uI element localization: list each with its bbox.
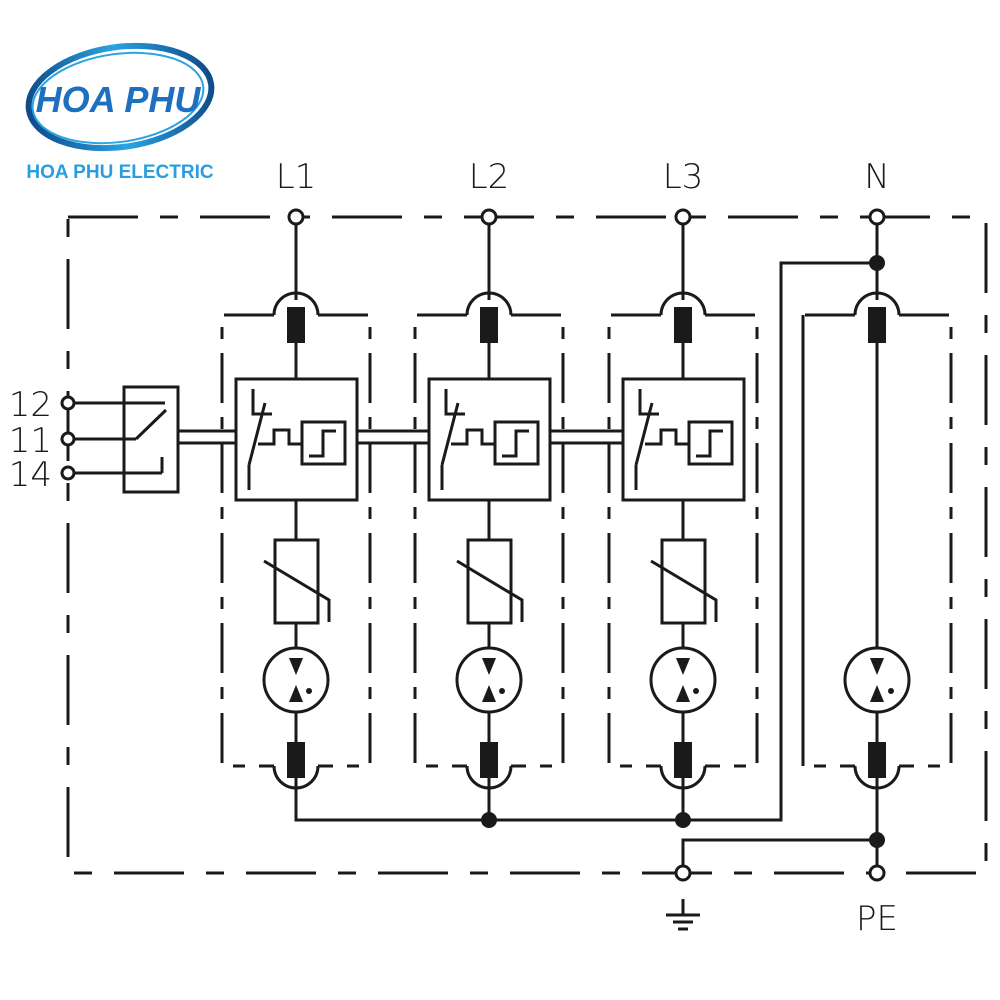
logo: HOA PHU HOA PHU ELECTRIC [25, 42, 215, 183]
spark-gap-icon [455, 646, 523, 714]
junction-node [869, 832, 885, 848]
terminal-l1[interactable] [287, 208, 305, 226]
terminal-label-l2: L2 [469, 157, 510, 197]
terminal-pe[interactable] [868, 864, 886, 882]
module-l1-frame [220, 313, 372, 768]
fuse-icon [674, 307, 692, 343]
bottom-terminal-labels: PE [666, 899, 898, 939]
fuse-icon [287, 742, 305, 778]
terminal-earth[interactable] [674, 864, 692, 882]
logo-brand: HOA PHU [36, 79, 202, 120]
fuse-icon [287, 307, 305, 343]
junction-node [481, 812, 497, 828]
fuse-icon [480, 742, 498, 778]
module-l3-frame [607, 313, 759, 768]
junction-node [869, 255, 885, 271]
fuse-icon [674, 742, 692, 778]
remote-signal-contact: 12 11 14 [9, 385, 180, 495]
terminals [287, 208, 886, 882]
terminal-label-l3: L3 [663, 157, 704, 197]
module-l1 [220, 217, 372, 790]
terminal-label-12: 12 [9, 385, 52, 425]
fuse-icon [480, 307, 498, 343]
spark-gap-icon [262, 646, 330, 714]
thermal-disconnector-icon [621, 377, 746, 502]
module-l2 [413, 217, 565, 790]
thermal-disconnector-icon [427, 377, 552, 502]
logo-ring-icon [25, 42, 215, 152]
varistor-icon [650, 538, 718, 625]
varistor-icon [456, 538, 524, 625]
terminal-l2[interactable] [480, 208, 498, 226]
spark-gap-icon [649, 646, 717, 714]
spark-gap-icon [843, 646, 911, 714]
terminal-label-11: 11 [9, 421, 52, 461]
thermal-disconnector-icon [234, 377, 359, 502]
ground-icon [666, 899, 700, 931]
fuse-icon [868, 307, 886, 343]
wiring [178, 255, 885, 873]
terminal-11[interactable] [60, 431, 76, 447]
logo-subtitle: HOA PHU ELECTRIC [26, 162, 213, 183]
terminal-12[interactable] [60, 395, 76, 411]
module-l3 [607, 217, 759, 790]
module-n [801, 217, 953, 873]
terminal-label-pe: PE [856, 899, 898, 939]
fuse-icon [868, 742, 886, 778]
logo-ring-inner-icon [31, 51, 205, 145]
top-terminal-labels: L1 L2 L3 N [276, 157, 890, 197]
module-l2-frame [413, 313, 565, 768]
junction-node [675, 812, 691, 828]
terminal-label-n: N [864, 157, 889, 197]
module-n-frame [801, 313, 953, 768]
terminal-14[interactable] [60, 465, 76, 481]
varistor-icon [263, 538, 331, 625]
terminal-label-14: 14 [9, 455, 52, 495]
terminal-n[interactable] [868, 208, 886, 226]
terminal-l3[interactable] [674, 208, 692, 226]
terminal-label-l1: L1 [276, 157, 317, 197]
